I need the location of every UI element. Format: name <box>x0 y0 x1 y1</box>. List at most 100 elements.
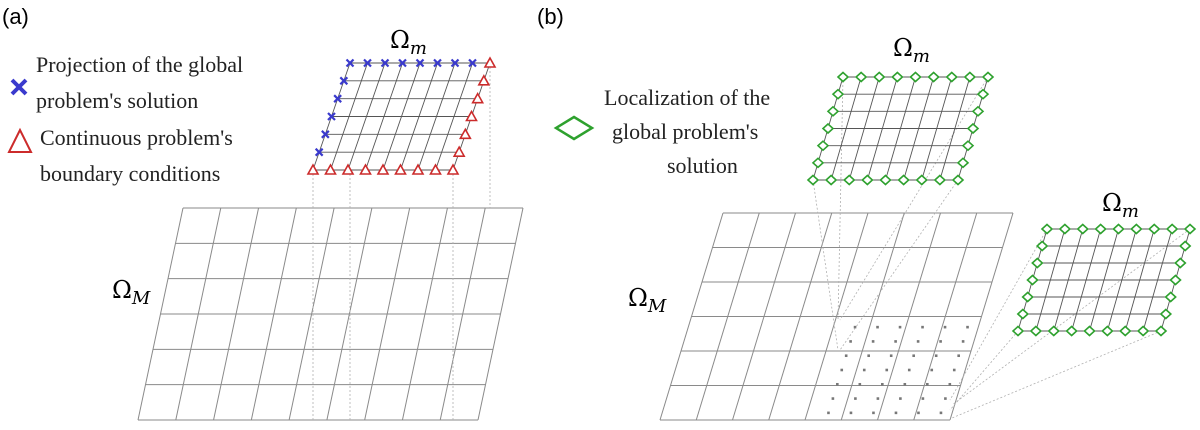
diamond-marker <box>1183 223 1197 235</box>
diamond-marker <box>826 105 840 117</box>
integration-point <box>831 397 835 400</box>
triangle-marker <box>471 92 485 104</box>
integration-point <box>899 397 902 400</box>
diamond-marker <box>1011 325 1025 337</box>
diamond-marker <box>976 88 990 100</box>
diamond-marker <box>1058 223 1072 235</box>
diamond-marker <box>1165 223 1179 235</box>
diamond-marker <box>1040 223 1054 235</box>
integration-point <box>916 340 920 343</box>
diamond-marker <box>956 157 970 169</box>
diamond-marker <box>824 174 838 186</box>
triangle-marker <box>394 163 407 175</box>
triangle-marker <box>306 163 320 175</box>
cross-marker <box>327 112 336 121</box>
projection-line <box>837 76 844 321</box>
cross-marker <box>468 58 477 68</box>
integration-point <box>917 411 920 415</box>
svg-text:ΩM: ΩM <box>112 276 151 309</box>
legend-a-item2-line1: Continuous problem's <box>40 125 233 150</box>
integration-point <box>858 382 862 386</box>
legend-b: Localization of the global problem's sol… <box>553 85 770 178</box>
diamond-marker <box>951 174 965 186</box>
cross-marker <box>339 76 349 86</box>
integration-point <box>944 397 947 400</box>
macro-grid-b <box>659 212 1014 421</box>
triangle-marker <box>411 163 425 175</box>
integration-point <box>966 325 969 329</box>
diamond-marker <box>1112 223 1125 235</box>
omega-M-label-a: ΩM <box>112 276 151 309</box>
diamond-marker <box>909 71 922 83</box>
diamond-marker <box>821 122 835 135</box>
projection-line <box>949 330 1019 411</box>
diamond-marker <box>1047 325 1060 337</box>
diamond-icon <box>553 115 595 141</box>
projection-line <box>951 330 1162 419</box>
omega-M-a-symbol: Ω <box>112 276 132 304</box>
integration-point <box>961 340 965 343</box>
macro-grid-a <box>137 207 524 421</box>
triangle-marker <box>452 145 466 157</box>
diamond-marker <box>1026 274 1039 286</box>
diamond-marker <box>915 174 928 186</box>
integration-point <box>921 325 924 329</box>
legend-a-item2-line2: boundary conditions <box>40 161 220 186</box>
triangle-marker <box>341 163 355 175</box>
diamond-marker <box>1130 223 1143 235</box>
legend-b-line1: Localization of the <box>604 85 770 110</box>
triangle-marker <box>324 163 337 175</box>
triangle-icon <box>7 127 33 153</box>
integration-point <box>939 411 943 415</box>
omega-M-a-sub: M <box>131 288 151 309</box>
omega-m-label-a: Ωm <box>390 26 427 59</box>
integration-point <box>876 397 880 400</box>
cross-marker <box>314 147 324 157</box>
diamond-marker <box>1065 325 1078 337</box>
diamond-marker <box>831 88 845 100</box>
diamond-marker <box>1021 291 1034 303</box>
diamond-marker <box>927 71 940 83</box>
diamond-marker <box>1101 325 1114 337</box>
diamond-marker <box>1136 325 1150 337</box>
svg-text:Ωm: Ωm <box>1102 189 1139 222</box>
integration-point <box>898 325 902 329</box>
integration-point <box>930 368 934 372</box>
diamond-marker <box>1174 257 1187 269</box>
legend-a-item1-line2: problem's solution <box>36 88 198 113</box>
integration-point <box>894 411 898 415</box>
diamond-marker <box>1119 325 1132 337</box>
projection-lines-a <box>312 63 491 420</box>
projection-line <box>812 179 839 351</box>
diamond-marker <box>1076 223 1089 235</box>
omega-M-b-symbol: Ω <box>628 284 648 312</box>
boundary-markers-a <box>306 56 497 175</box>
integration-point <box>921 397 925 400</box>
legend-a-item1-line1: Projection of the global <box>36 52 243 77</box>
panel-label-b: (b) <box>537 4 564 29</box>
integration-point <box>840 368 844 372</box>
diamond-marker <box>836 71 850 83</box>
cross-marker <box>415 58 425 68</box>
integration-point <box>862 368 866 372</box>
integration-point <box>934 354 938 358</box>
boundary-markers-b <box>806 71 1197 337</box>
omega-m-a-symbol: Ω <box>390 26 410 54</box>
cross-marker <box>345 58 355 68</box>
cross-marker <box>398 58 407 68</box>
triangle-marker <box>376 163 390 175</box>
diamond-marker <box>873 71 886 83</box>
diamond-marker <box>1164 291 1177 303</box>
integration-point <box>854 397 857 400</box>
integration-point <box>885 368 889 372</box>
diamond-marker <box>1094 223 1107 235</box>
integration-point <box>926 382 929 386</box>
triangle-marker <box>446 163 460 175</box>
integration-point <box>849 411 853 415</box>
integration-point <box>871 340 875 343</box>
diamond-marker <box>854 71 868 83</box>
diamond-marker <box>1178 240 1192 252</box>
integration-point <box>889 354 893 358</box>
triangle-marker <box>483 56 497 68</box>
